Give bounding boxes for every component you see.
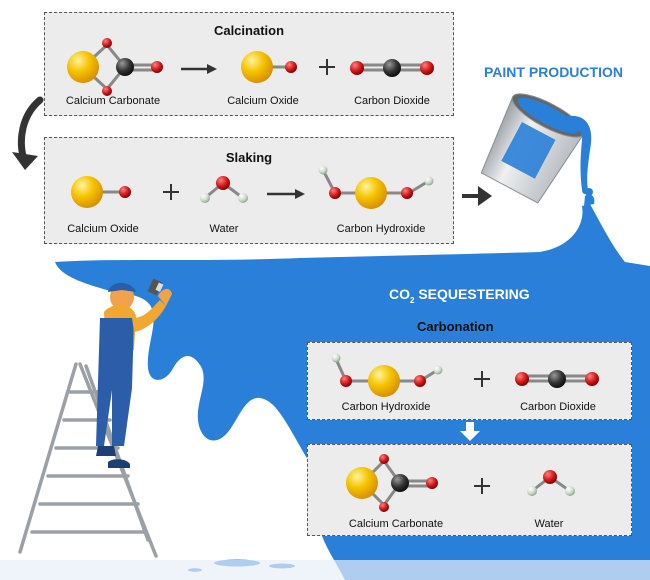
carbonation-reactants-molecules	[331, 353, 599, 397]
paint-drip	[584, 194, 595, 206]
ladder	[18, 362, 158, 558]
water-label: Water	[209, 223, 239, 235]
carbon-dioxide-label: Carbon Dioxide	[520, 401, 596, 413]
carbonation-products-molecules	[346, 454, 575, 512]
calcium-carbonate-molecule-icon	[346, 454, 438, 512]
calcination-title: Calcination	[213, 23, 285, 38]
paint-bucket-icon	[480, 93, 585, 204]
calcium-carbonate-molecule-icon	[67, 38, 163, 96]
calcium-carbonate-label: Calcium Carbonate	[65, 95, 161, 107]
arrow-to-bucket	[462, 186, 492, 206]
slaking-panel: Slaking Calcium Oxide Water Carbon Hydro…	[44, 137, 454, 244]
water-molecule-icon	[527, 470, 575, 496]
paint-drop	[585, 188, 593, 196]
carbon-dioxide-label: Carbon Dioxide	[354, 95, 430, 107]
slaking-molecules	[71, 165, 434, 209]
carbon-dioxide-molecule-icon	[350, 59, 434, 77]
paint-pour	[560, 115, 592, 195]
carbon-hydroxide-molecule-icon	[318, 165, 434, 209]
water-molecule-icon	[200, 176, 248, 203]
paint-production-heading: PAINT PRODUCTION	[484, 64, 623, 80]
carbon-hydroxide-label: Carbon Hydroxide	[336, 223, 426, 235]
calcination-molecules	[67, 38, 434, 96]
carbon-hydroxide-molecule-icon	[331, 353, 443, 397]
calcium-oxide-label: Calcium Oxide	[227, 95, 299, 107]
carbonation-title: Carbonation	[417, 319, 494, 334]
co2-sequestering-heading: CO2 SEQUESTERING	[389, 286, 530, 305]
floor	[0, 560, 650, 580]
carbon-dioxide-molecule-icon	[515, 370, 599, 388]
calcination-panel: Calcination Calcium Carbonate Calcium Ox…	[44, 12, 454, 116]
slaking-title: Slaking	[225, 150, 273, 165]
down-arrow-icon	[460, 422, 480, 441]
carbon-hydroxide-label: Carbon Hydroxide	[341, 401, 431, 413]
water-label: Water	[534, 518, 564, 530]
curved-arrow-head	[12, 152, 38, 170]
calcium-oxide-molecule-icon	[241, 51, 297, 83]
curved-arrow	[17, 96, 44, 164]
carbonation-products-panel: Calcium Carbonate Water	[307, 444, 632, 536]
painter-figure	[96, 278, 172, 468]
calcium-oxide-label: Calcium Oxide	[67, 223, 139, 235]
carbonation-reactants-panel: Carbon Hydroxide Carbon Dioxide	[307, 342, 632, 420]
calcium-oxide-molecule-icon	[71, 176, 131, 208]
calcium-carbonate-label: Calcium Carbonate	[348, 518, 444, 530]
